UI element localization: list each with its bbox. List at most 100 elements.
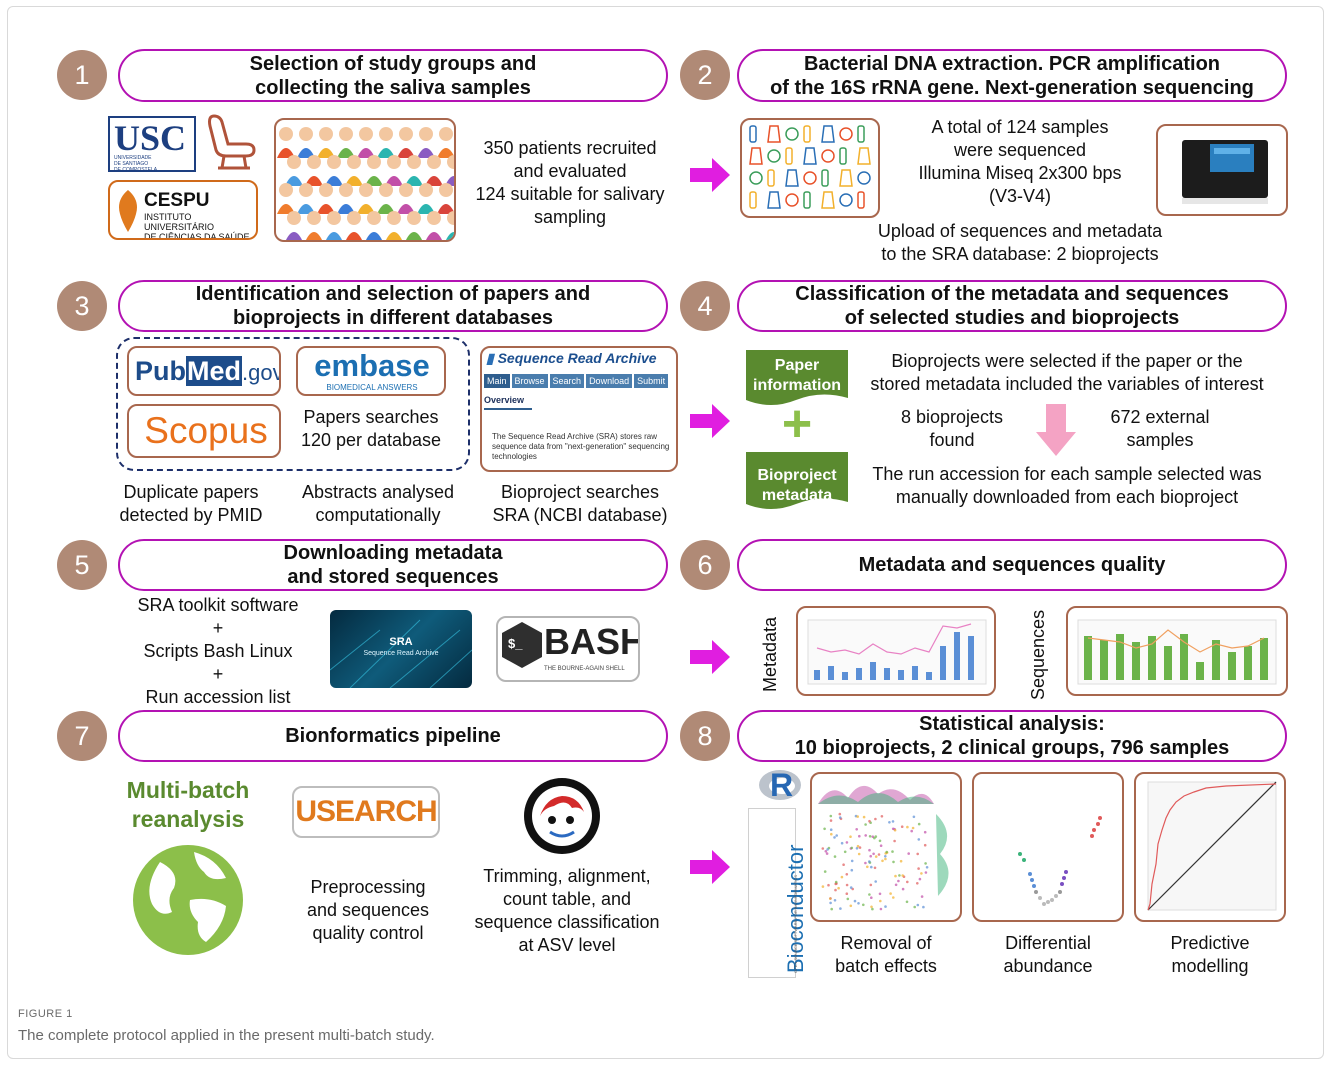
petri-dish-icon xyxy=(767,149,781,163)
step-2-desc-line4: (V3-V4) xyxy=(988,186,1051,206)
scatter-point xyxy=(906,825,909,829)
seq-line xyxy=(1087,629,1265,653)
external-samples-line1: 672 external xyxy=(1110,407,1210,427)
step-7-title: Bionformatics pipeline xyxy=(118,710,668,762)
volcano-point xyxy=(1092,828,1096,832)
trimming-line2: count table, and xyxy=(502,889,632,909)
scatter-point xyxy=(901,874,904,877)
crowd-person-head xyxy=(367,211,381,225)
test-tube-icon xyxy=(803,125,811,143)
step-6-number: 6 xyxy=(680,540,730,590)
volcano-point xyxy=(1022,858,1026,862)
removal-batch-effects-label: Removal of batch effects xyxy=(810,932,962,978)
step-6-title-line1: Metadata and sequences quality xyxy=(858,554,1166,576)
crowd-person-body xyxy=(405,176,423,186)
scatter-point xyxy=(916,852,919,856)
volcano-point xyxy=(1030,878,1034,882)
cespu-logo-text: CESPU xyxy=(144,190,210,211)
scatter-point xyxy=(850,859,854,863)
sra-logo: SRA Sequence Read Archive xyxy=(330,610,472,688)
abstracts-analysed-line1: Abstracts analysed xyxy=(301,482,455,502)
petri-dish-icon xyxy=(749,171,763,185)
petri-dish-icon xyxy=(839,193,853,207)
seq-plot-area xyxy=(1077,619,1277,685)
sra-tab-browse[interactable]: Browse xyxy=(511,374,548,388)
bioprojects-found-line2: found xyxy=(929,430,975,450)
pubmed-logo-part1: Pub xyxy=(135,356,186,386)
crowd-person-body xyxy=(397,204,415,214)
metadata-axis-label: Metadata xyxy=(760,616,780,692)
step-1-description: 350 patients recruited and evaluated 124… xyxy=(460,137,680,229)
crowd-person-body xyxy=(377,204,395,214)
bash-prompt-icon: $_ xyxy=(508,636,523,651)
crowd-person-head xyxy=(339,127,353,141)
flask-icon xyxy=(821,125,835,143)
scatter-point xyxy=(916,903,920,907)
cespu-logo: CESPU INSTITUTO UNIVERSITÁRIO DE CIÊNCIA… xyxy=(108,180,258,240)
scatter-point xyxy=(823,827,826,831)
metadata-quality-chart-svg xyxy=(807,619,987,685)
scatter-point xyxy=(873,866,877,870)
globe-icon xyxy=(133,845,243,955)
batch-effects-plot xyxy=(810,772,962,922)
crowd-person-head xyxy=(367,155,381,169)
scatter-point xyxy=(878,892,882,896)
external-samples-text: 672 external samples xyxy=(1080,406,1240,452)
step-8-title-line1: Statistical analysis: xyxy=(919,713,1105,735)
paper-search-group xyxy=(116,337,470,471)
crowd-person-body xyxy=(337,148,355,158)
scatter-point xyxy=(871,907,874,911)
crowd-person-body xyxy=(365,176,383,186)
scatter-point xyxy=(892,896,895,899)
volcano-point xyxy=(1064,870,1068,874)
sra-tab-download[interactable]: Download xyxy=(586,374,633,388)
step-4-title-line2: of selected studies and bioprojects xyxy=(844,307,1180,329)
scatter-point xyxy=(849,904,853,908)
step-5-title: Downloading metadata and stored sequence… xyxy=(118,539,668,591)
seq-bar xyxy=(1180,634,1188,680)
pubmed-logo-text: PubMed.gov xyxy=(135,356,279,388)
crowd-person-body xyxy=(426,232,442,240)
trimming-line3: sequence classification xyxy=(474,912,660,932)
sra-tab-main[interactable]: Main xyxy=(484,374,510,388)
scatter-point xyxy=(877,853,881,856)
seq-bar xyxy=(1084,636,1092,680)
bioproject-searches-text: Bioproject searches SRA (NCBI database) xyxy=(480,481,680,527)
sra-bar-icon: ▮ xyxy=(486,350,498,366)
meta-bar xyxy=(856,668,862,680)
scatter-point xyxy=(873,836,876,840)
scatter-point xyxy=(838,816,842,819)
scatter-point xyxy=(868,819,871,823)
trimming-line4: at ASV level xyxy=(518,935,616,955)
crowd-person-head xyxy=(379,127,393,141)
test-tube-icon xyxy=(839,147,847,165)
external-samples-line2: samples xyxy=(1126,430,1194,450)
step-3-title-line2: bioprojects in different databases xyxy=(232,307,554,329)
crowd-person-head xyxy=(287,211,301,225)
sra-tab-search[interactable]: Search xyxy=(549,374,585,388)
sra-site-title-text: Sequence Read Archive xyxy=(497,350,657,366)
figure-caption: The complete protocol applied in the pre… xyxy=(18,1027,435,1044)
preprocessing-line3: quality control xyxy=(312,923,424,943)
abstracts-analysed-text: Abstracts analysed computationally xyxy=(290,481,466,527)
density-curve-side xyxy=(936,814,949,896)
step-5-title-line1: Downloading metadata xyxy=(283,542,503,564)
crowd-person-body xyxy=(437,204,454,214)
embase-logo: embase BIOMEDICAL ANSWERS xyxy=(296,346,446,396)
usearch-logo: USEARCH xyxy=(292,786,440,838)
figure-frame xyxy=(7,6,1324,1059)
selection-criteria-line1: Bioprojects were selected if the paper o… xyxy=(891,351,1243,371)
crowd-person-head xyxy=(299,183,313,197)
step-2-upload-text: Upload of sequences and metadata to the … xyxy=(840,220,1200,266)
step-8-title: Statistical analysis: 10 bioprojects, 2 … xyxy=(737,710,1287,762)
scatter-point xyxy=(893,839,896,843)
sra-tab-submit[interactable]: Submit xyxy=(634,374,669,388)
crowd-person-body xyxy=(305,176,323,186)
duplicate-papers-line2: detected by PMID xyxy=(119,505,263,525)
crowd-person-body xyxy=(417,204,435,214)
embase-logo-text: embase xyxy=(314,348,430,383)
crowd-person-body xyxy=(386,232,402,240)
scatter-point xyxy=(869,854,872,858)
crowd-person-head xyxy=(439,127,453,141)
bioproject-line1: Bioproject xyxy=(757,467,837,484)
